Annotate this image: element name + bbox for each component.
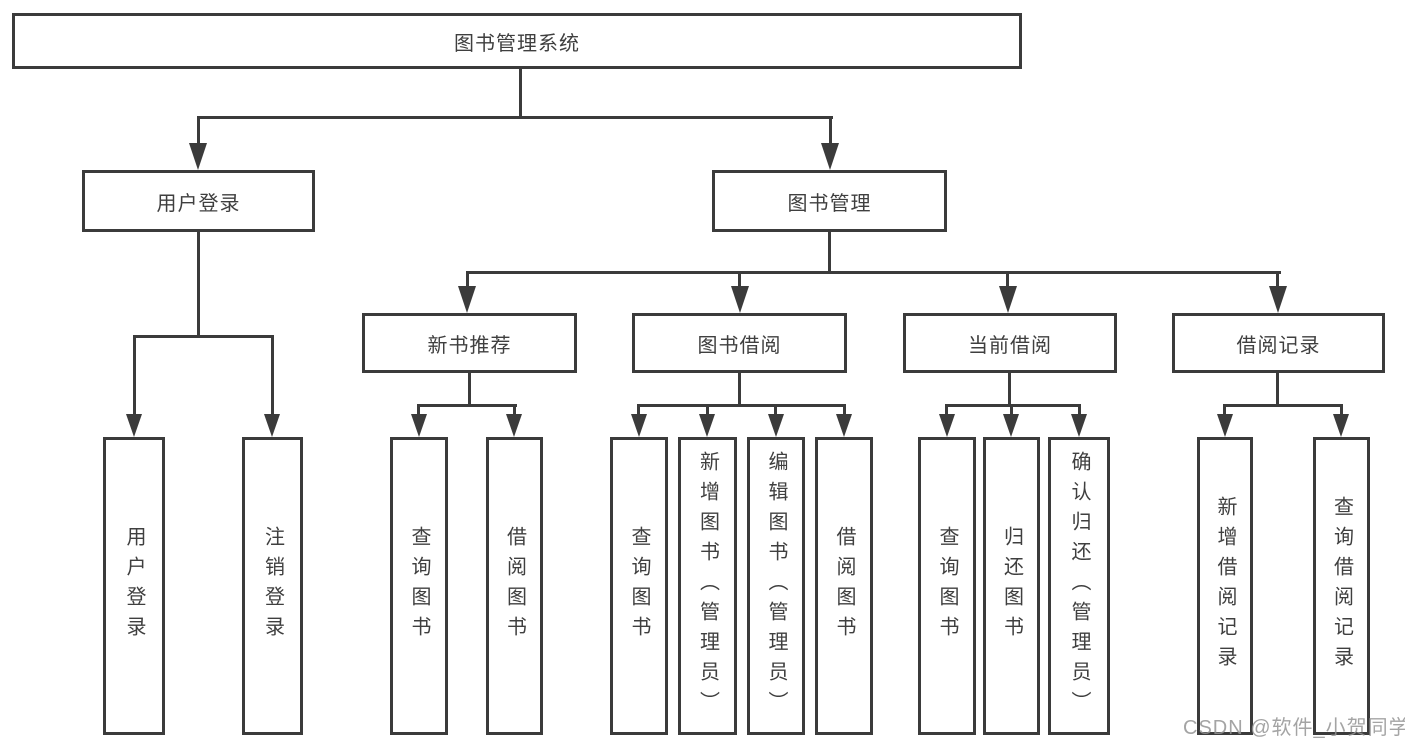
connector-line	[945, 407, 948, 417]
node-label: 用户登录	[156, 192, 241, 215]
arrow-down-icon	[1003, 414, 1019, 437]
connector-line	[417, 404, 517, 407]
node-book-borrowing: 图书借阅	[632, 313, 847, 373]
node-label: 编辑图书（管理员）	[765, 451, 787, 721]
arrow-down-icon	[1071, 414, 1087, 437]
node-label: 图书借阅	[697, 334, 782, 357]
node-label: 确认归还（管理员）	[1068, 451, 1090, 721]
leaf-add-books-admin: 新增图书（管理员）	[678, 437, 737, 735]
leaf-logout: 注销登录	[242, 437, 303, 735]
leaf-query-books-2: 查询图书	[610, 437, 668, 735]
arrow-down-icon	[731, 286, 749, 313]
arrow-down-icon	[699, 414, 715, 437]
node-borrowing-records: 借阅记录	[1172, 313, 1385, 373]
arrow-down-icon	[768, 414, 784, 437]
node-label: 新书推荐	[427, 334, 512, 357]
node-label: 借阅图书	[833, 526, 855, 646]
leaf-query-books-1: 查询图书	[390, 437, 448, 735]
arrow-down-icon	[939, 414, 955, 437]
connector-line	[774, 407, 777, 417]
leaf-return-books: 归还图书	[983, 437, 1040, 735]
leaf-user-login: 用户登录	[103, 437, 165, 735]
node-label: 新增借阅记录	[1214, 496, 1236, 676]
connector-line	[468, 372, 471, 406]
arrow-down-icon	[1217, 414, 1233, 437]
connector-line	[466, 274, 469, 288]
node-current-borrowing: 当前借阅	[903, 313, 1117, 373]
arrow-down-icon	[506, 414, 522, 437]
connector-line	[1010, 407, 1013, 417]
connector-line	[1006, 274, 1009, 288]
node-new-book-recommend: 新书推荐	[362, 313, 577, 373]
node-book-management: 图书管理	[712, 170, 947, 232]
node-label: 查询图书	[628, 526, 650, 646]
leaf-add-borrow-record: 新增借阅记录	[1197, 437, 1253, 735]
node-label: 用户登录	[123, 526, 145, 646]
connector-line	[417, 407, 420, 417]
arrow-down-icon	[1333, 414, 1349, 437]
node-label: 图书管理	[787, 192, 872, 215]
connector-line	[1223, 404, 1343, 407]
connector-line	[829, 119, 832, 147]
node-label: 图书管理系统	[454, 32, 580, 55]
leaf-confirm-return-admin: 确认归还（管理员）	[1048, 437, 1110, 735]
node-root-system: 图书管理系统	[12, 13, 1022, 69]
node-label: 注销登录	[261, 526, 284, 646]
connector-line	[271, 338, 274, 417]
connector-line	[637, 407, 640, 417]
connector-line	[519, 69, 522, 118]
node-label: 借阅记录	[1236, 334, 1321, 357]
arrow-down-icon	[189, 143, 207, 170]
connector-line	[738, 274, 741, 288]
connector-line	[738, 372, 741, 406]
connector-line	[133, 335, 274, 338]
arrow-down-icon	[1269, 286, 1287, 313]
arrow-down-icon	[411, 414, 427, 437]
node-label: 查询图书	[408, 526, 430, 646]
arrow-down-icon	[458, 286, 476, 313]
connector-line	[637, 404, 846, 407]
connector-line	[1276, 372, 1279, 406]
arrow-down-icon	[999, 286, 1017, 313]
arrow-down-icon	[821, 143, 839, 170]
connector-line	[706, 407, 709, 417]
node-label: 查询图书	[936, 526, 958, 646]
node-label: 新增图书（管理员）	[696, 451, 719, 721]
leaf-edit-books-admin: 编辑图书（管理员）	[747, 437, 805, 735]
arrow-down-icon	[126, 414, 142, 437]
connector-line	[1340, 407, 1343, 417]
connector-line	[197, 116, 833, 119]
connector-line	[945, 404, 1081, 407]
connector-line	[133, 338, 136, 417]
leaf-query-books-3: 查询图书	[918, 437, 976, 735]
connector-line	[828, 231, 831, 273]
leaf-borrow-books-2: 借阅图书	[815, 437, 873, 735]
connector-line	[197, 231, 200, 336]
arrow-down-icon	[264, 414, 280, 437]
node-label: 借阅图书	[503, 526, 526, 646]
connector-line	[197, 119, 200, 147]
connector-line	[1078, 407, 1081, 417]
connector-line	[1223, 407, 1226, 417]
node-user-login: 用户登录	[82, 170, 315, 232]
arrow-down-icon	[631, 414, 647, 437]
connector-line	[513, 407, 516, 417]
connector-line	[1008, 372, 1011, 406]
connector-line	[1276, 274, 1279, 288]
node-label: 查询借阅记录	[1330, 496, 1353, 676]
csdn-watermark: CSDN @软件_小贺同学	[1183, 717, 1405, 739]
leaf-query-borrow-record: 查询借阅记录	[1313, 437, 1370, 735]
node-label: 当前借阅	[968, 334, 1052, 357]
connector-line	[843, 407, 846, 417]
connector-line	[466, 271, 1281, 274]
arrow-down-icon	[836, 414, 852, 437]
node-label: 归还图书	[1000, 526, 1023, 646]
leaf-borrow-books-1: 借阅图书	[486, 437, 543, 735]
